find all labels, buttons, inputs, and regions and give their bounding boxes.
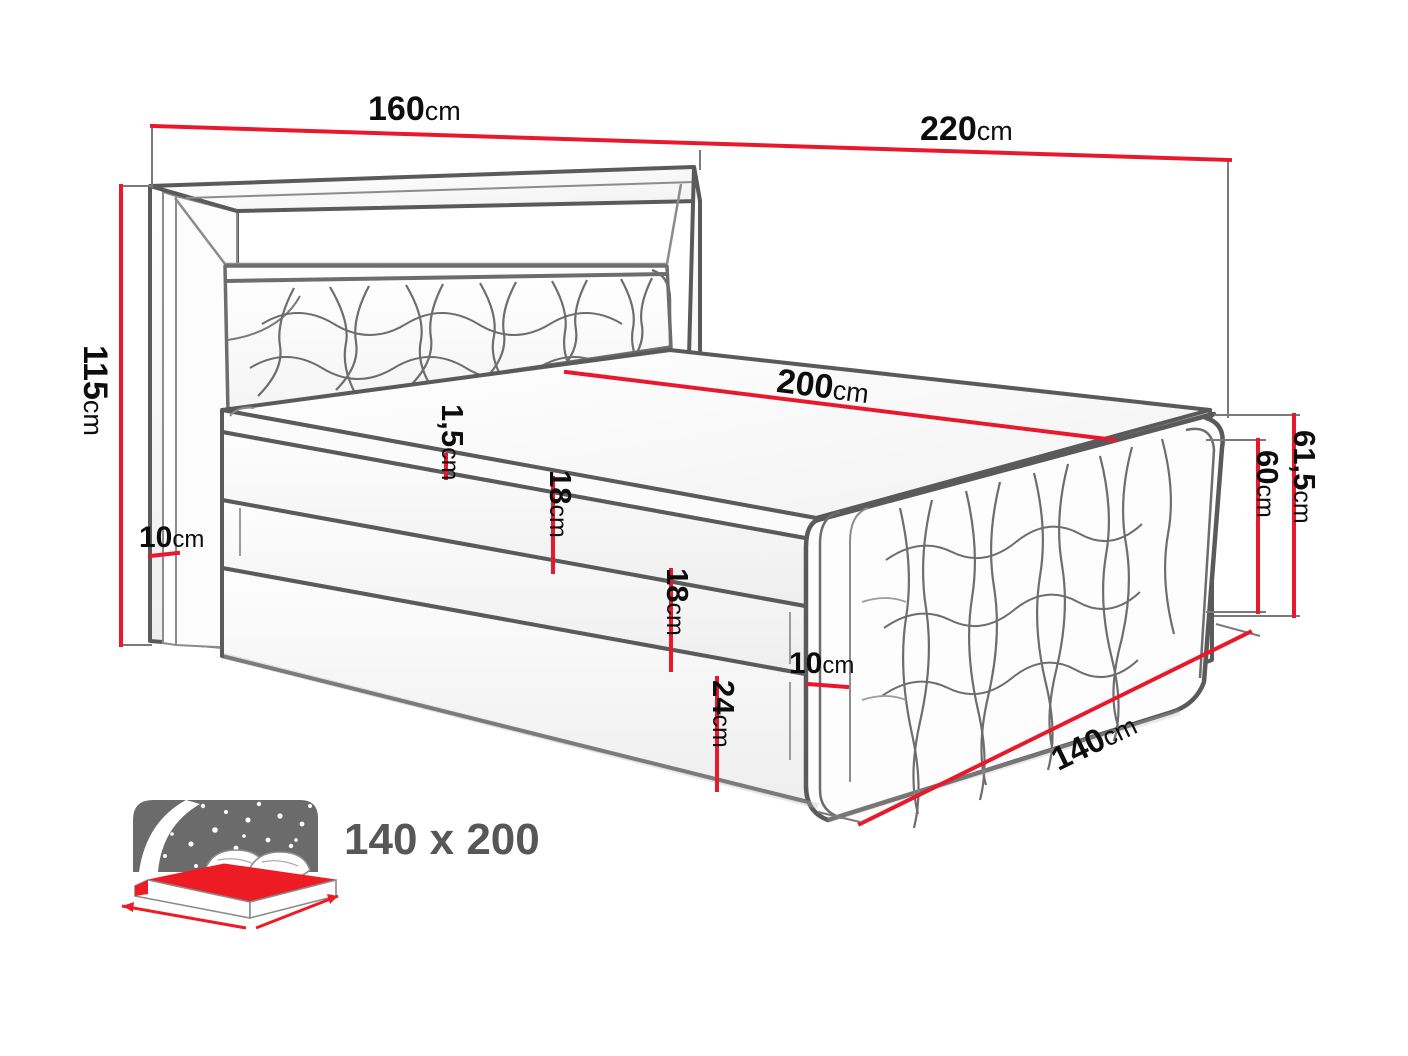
headboard-upholstery-panel <box>223 264 673 415</box>
dimline-160 <box>149 123 1233 163</box>
headboard-bevel <box>174 183 683 266</box>
headboard-frame <box>148 184 239 650</box>
dimline-200 <box>563 369 1118 443</box>
dimline-140 <box>857 629 1253 827</box>
footboard <box>803 411 1225 829</box>
mattress-size-icon <box>121 800 339 930</box>
dimline-10-head <box>147 550 181 559</box>
headboard-top-face <box>148 165 702 213</box>
bed-illustration <box>148 165 1225 829</box>
dimension-lines <box>119 123 1296 827</box>
dimline-10-foot <box>805 681 850 690</box>
mattress-size-label: 140 x 200 <box>344 815 540 864</box>
